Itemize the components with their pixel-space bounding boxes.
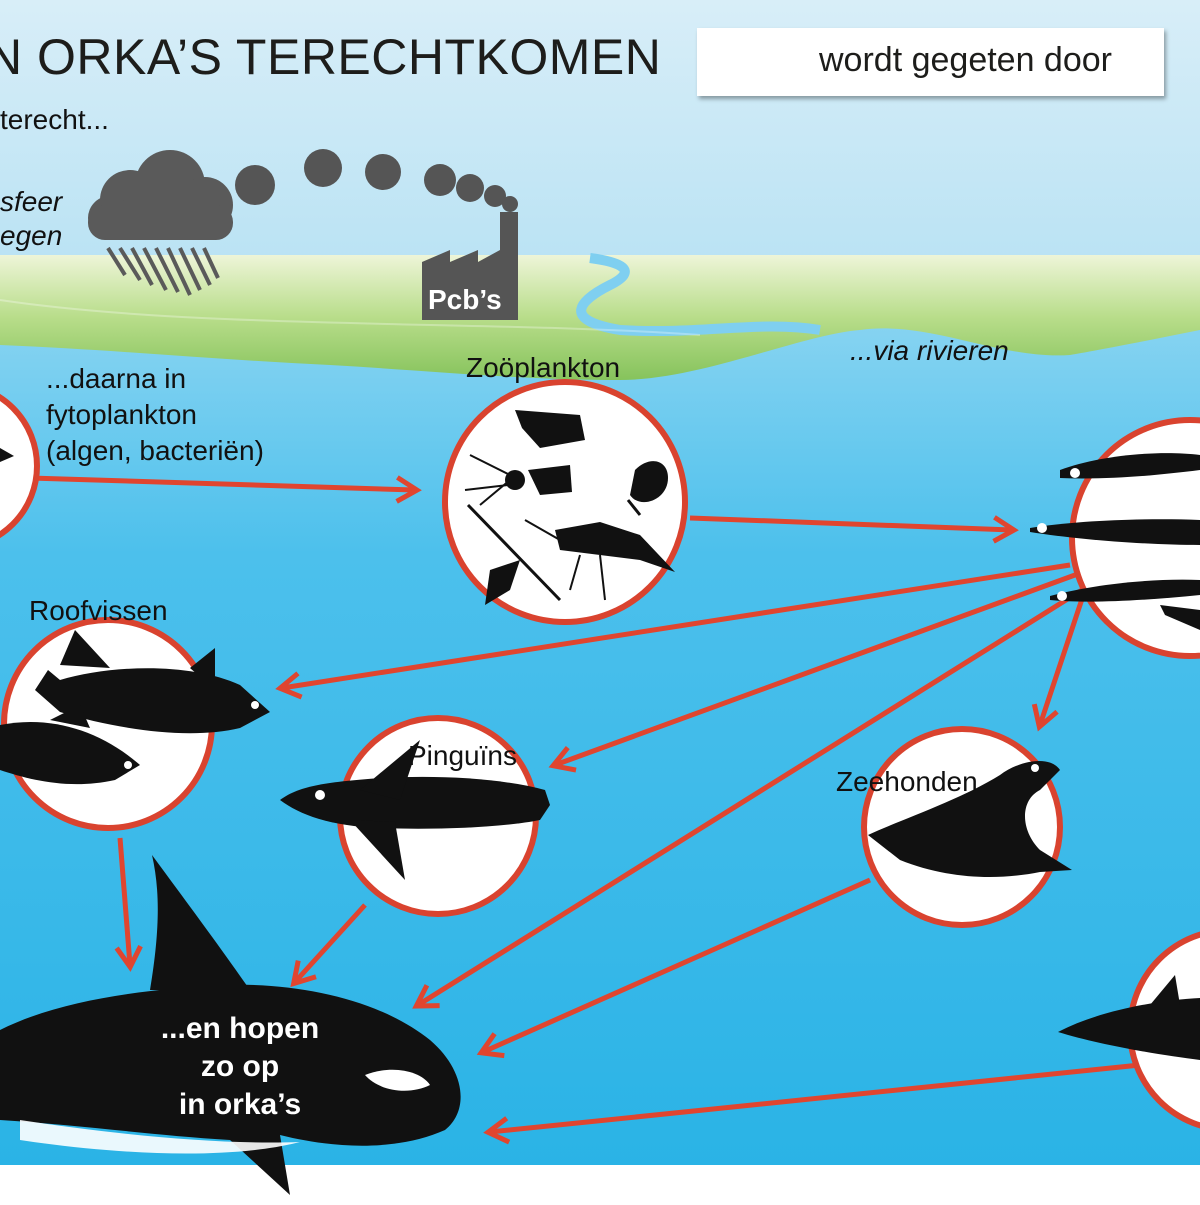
arrow-fish-to-orka bbox=[412, 582, 1092, 1009]
factory-icon bbox=[422, 212, 518, 320]
phyto-label-3: (algen, bacteriën) bbox=[46, 435, 264, 466]
arrow-roofvissen-to-orka bbox=[114, 837, 143, 972]
cloud-rain-icon bbox=[88, 150, 233, 296]
atmosphere-label-2: egen bbox=[0, 220, 63, 251]
zooplankton-circle bbox=[442, 379, 688, 625]
zooplankton-icon bbox=[464, 410, 675, 605]
smoke-puffs bbox=[235, 149, 518, 212]
small-fish-icon bbox=[1030, 453, 1200, 630]
bottom-margin bbox=[0, 1165, 1200, 1200]
phytoplankton-circle bbox=[0, 393, 40, 539]
arrow-zeehonden-to-orka bbox=[476, 877, 872, 1059]
food-chain-arrows bbox=[29, 475, 1141, 1145]
arrow-fish-to-zeehonden bbox=[1031, 589, 1088, 732]
arrow-phyto-to-zoo bbox=[29, 475, 422, 504]
pcb-label: Pcb’s bbox=[428, 284, 502, 315]
arrow-fish-to-roofvissen bbox=[275, 562, 1071, 700]
zeehonden-label: Zeehonden bbox=[836, 766, 978, 797]
arrow-fish-to-pinguins bbox=[548, 572, 1076, 773]
legend: wordt gegeten door bbox=[697, 28, 1164, 96]
rivers-label: ...via rivieren bbox=[850, 335, 1009, 366]
orka-label-line-1: ...en hopen bbox=[160, 1012, 320, 1045]
atmosphere-label-1: sfeer bbox=[0, 186, 63, 217]
predator-fish-icon bbox=[0, 630, 270, 785]
orka-label: ...en hopen zo op in orka’s bbox=[140, 1010, 340, 1124]
penguin-icon bbox=[280, 740, 550, 880]
page-title: N ORKA’S TERECHTKOMEN bbox=[0, 29, 662, 85]
legend-label: wordt gegeten door bbox=[819, 41, 1112, 79]
river-icon bbox=[576, 253, 821, 337]
arrow-zoo-to-fish bbox=[689, 515, 1019, 544]
phyto-label-2: fytoplankton bbox=[46, 399, 197, 430]
roofvissen-label: Roofvissen bbox=[29, 595, 168, 626]
seal-icon bbox=[868, 760, 1072, 877]
pinguins-label: Pinguïns bbox=[408, 740, 517, 771]
phyto-label-1: ...daarna in bbox=[46, 363, 187, 394]
arrow-pinguins-to-orka bbox=[290, 903, 367, 988]
orka-label-line-2: zo op bbox=[200, 1050, 280, 1083]
phytoplankton-icon bbox=[0, 448, 14, 462]
orca-icon bbox=[0, 855, 461, 1195]
orka-label-line-3: in orka’s bbox=[178, 1088, 302, 1121]
page-subtitle: terecht... bbox=[0, 104, 109, 135]
land-area bbox=[0, 255, 1200, 380]
arrow-shark-to-orka bbox=[483, 1062, 1141, 1145]
shark-icon bbox=[1058, 975, 1200, 1060]
zooplankton-label: Zoöplankton bbox=[466, 352, 621, 383]
